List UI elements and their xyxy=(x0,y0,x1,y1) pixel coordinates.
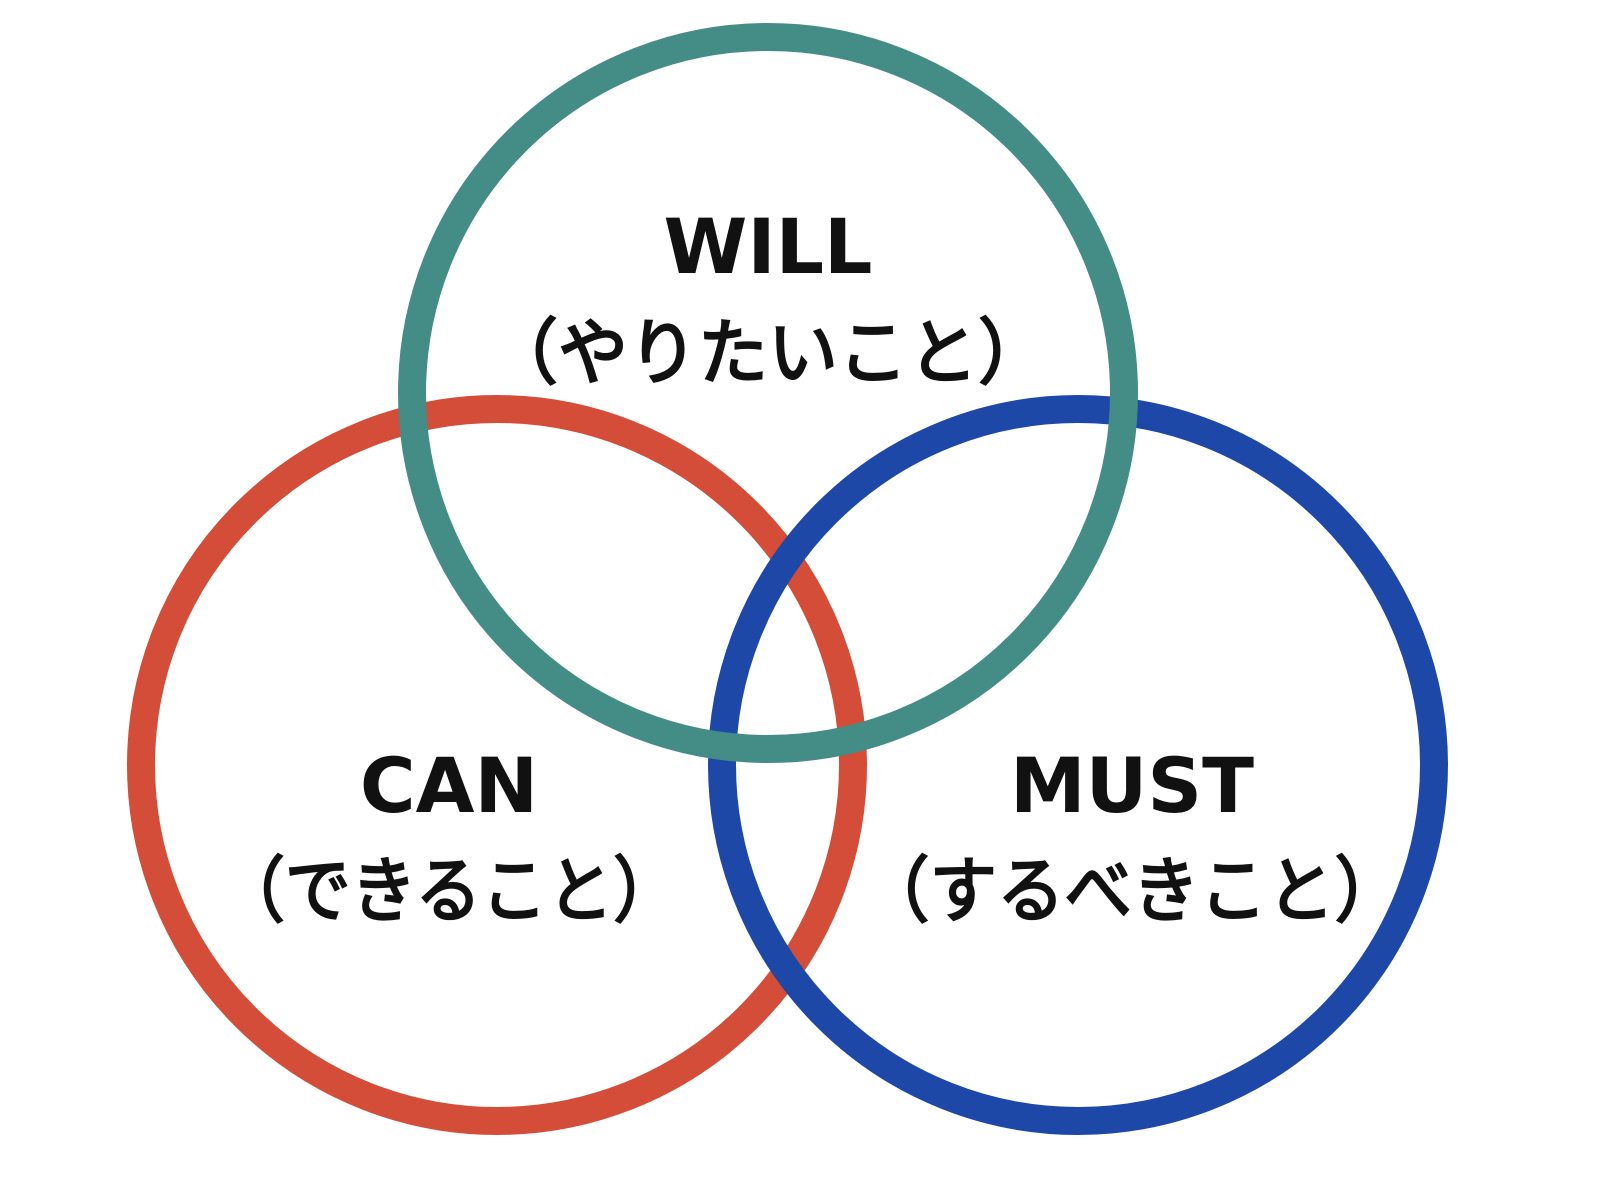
will-subtitle: （やりたいこと） xyxy=(488,311,1048,395)
must-subtitle: （するべきこと） xyxy=(862,849,1402,933)
will-circle xyxy=(398,23,1138,763)
can-subtitle: （できること） xyxy=(219,849,679,933)
must-circle xyxy=(708,395,1448,1135)
can-title: CAN xyxy=(360,741,538,830)
can-circle xyxy=(127,395,867,1135)
will-title: WILL xyxy=(664,202,873,291)
must-title: MUST xyxy=(1010,741,1254,830)
